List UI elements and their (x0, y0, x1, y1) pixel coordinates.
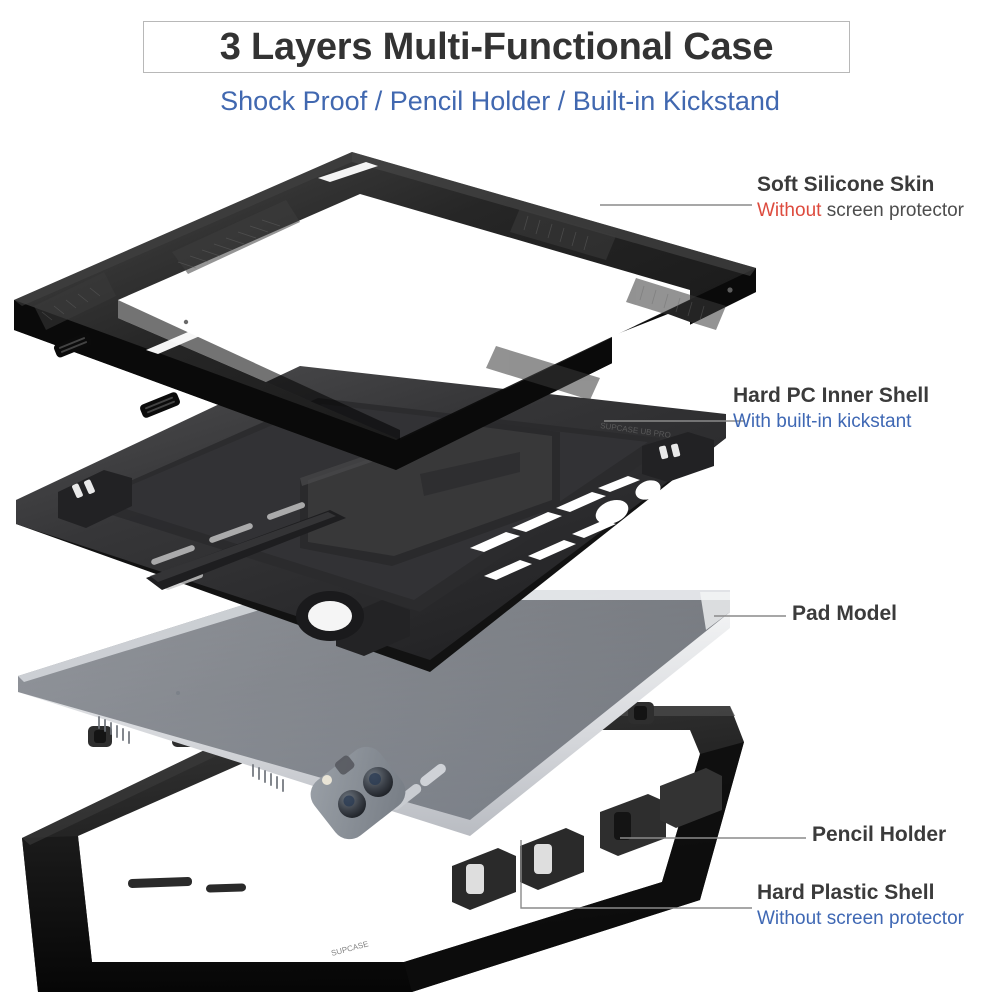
callout-label-hard-plastic-shell: Hard Plastic Shell (757, 881, 935, 904)
leader-hard-plastic-shell (520, 840, 752, 909)
pad-speaker-grille (98, 716, 284, 792)
callout-hard-pc-inner-shell: Hard PC Inner Shell With built-in kickst… (733, 383, 929, 434)
callout-sub-hard-plastic-shell: Without screen protector (757, 908, 964, 929)
svg-text:SUPCASE: SUPCASE (330, 939, 369, 958)
pc-pencil-ring (296, 591, 364, 641)
callout-sub-rest-screen-protector: screen protector (821, 200, 964, 221)
page-title: 3 Layers Multi-Functional Case (219, 25, 774, 68)
callout-pad-model: Pad Model (792, 601, 897, 627)
pc-corner-pads (58, 432, 714, 656)
callout-label-pad-model: Pad Model (792, 602, 898, 625)
callout-sub-emphasis-without: Without (757, 200, 822, 221)
callout-sub-hard-pc-inner-shell: With built-in kickstant (733, 411, 912, 432)
pc-port-cutouts (470, 476, 661, 580)
layer-hard-pc-inner-shell: SUPCASE UB PRO (16, 366, 726, 672)
callout-label-hard-pc-inner-shell: Hard PC Inner Shell (733, 384, 930, 407)
silicone-camera-cutout (612, 314, 690, 376)
layer-pad-model (18, 590, 730, 840)
layer-soft-silicone-skin (14, 152, 756, 470)
callout-soft-silicone-skin: Soft Silicone Skin Without screen protec… (757, 172, 964, 223)
callout-label-pencil-holder: Pencil Holder (812, 823, 947, 846)
pad-camera-module (310, 746, 406, 840)
title-box: 3 Layers Multi-Functional Case (143, 21, 850, 73)
callout-label-soft-silicone-skin: Soft Silicone Skin (757, 173, 935, 196)
callout-pencil-holder: Pencil Holder (812, 822, 946, 848)
callout-sub-soft-silicone-skin: Without screen protector (757, 198, 964, 223)
silicone-grip-texture (34, 200, 726, 400)
leader-lines (520, 204, 806, 909)
callout-hard-plastic-shell: Hard Plastic Shell Without screen protec… (757, 880, 964, 931)
page-subtitle: Shock Proof / Pencil Holder / Built-in K… (220, 86, 780, 116)
